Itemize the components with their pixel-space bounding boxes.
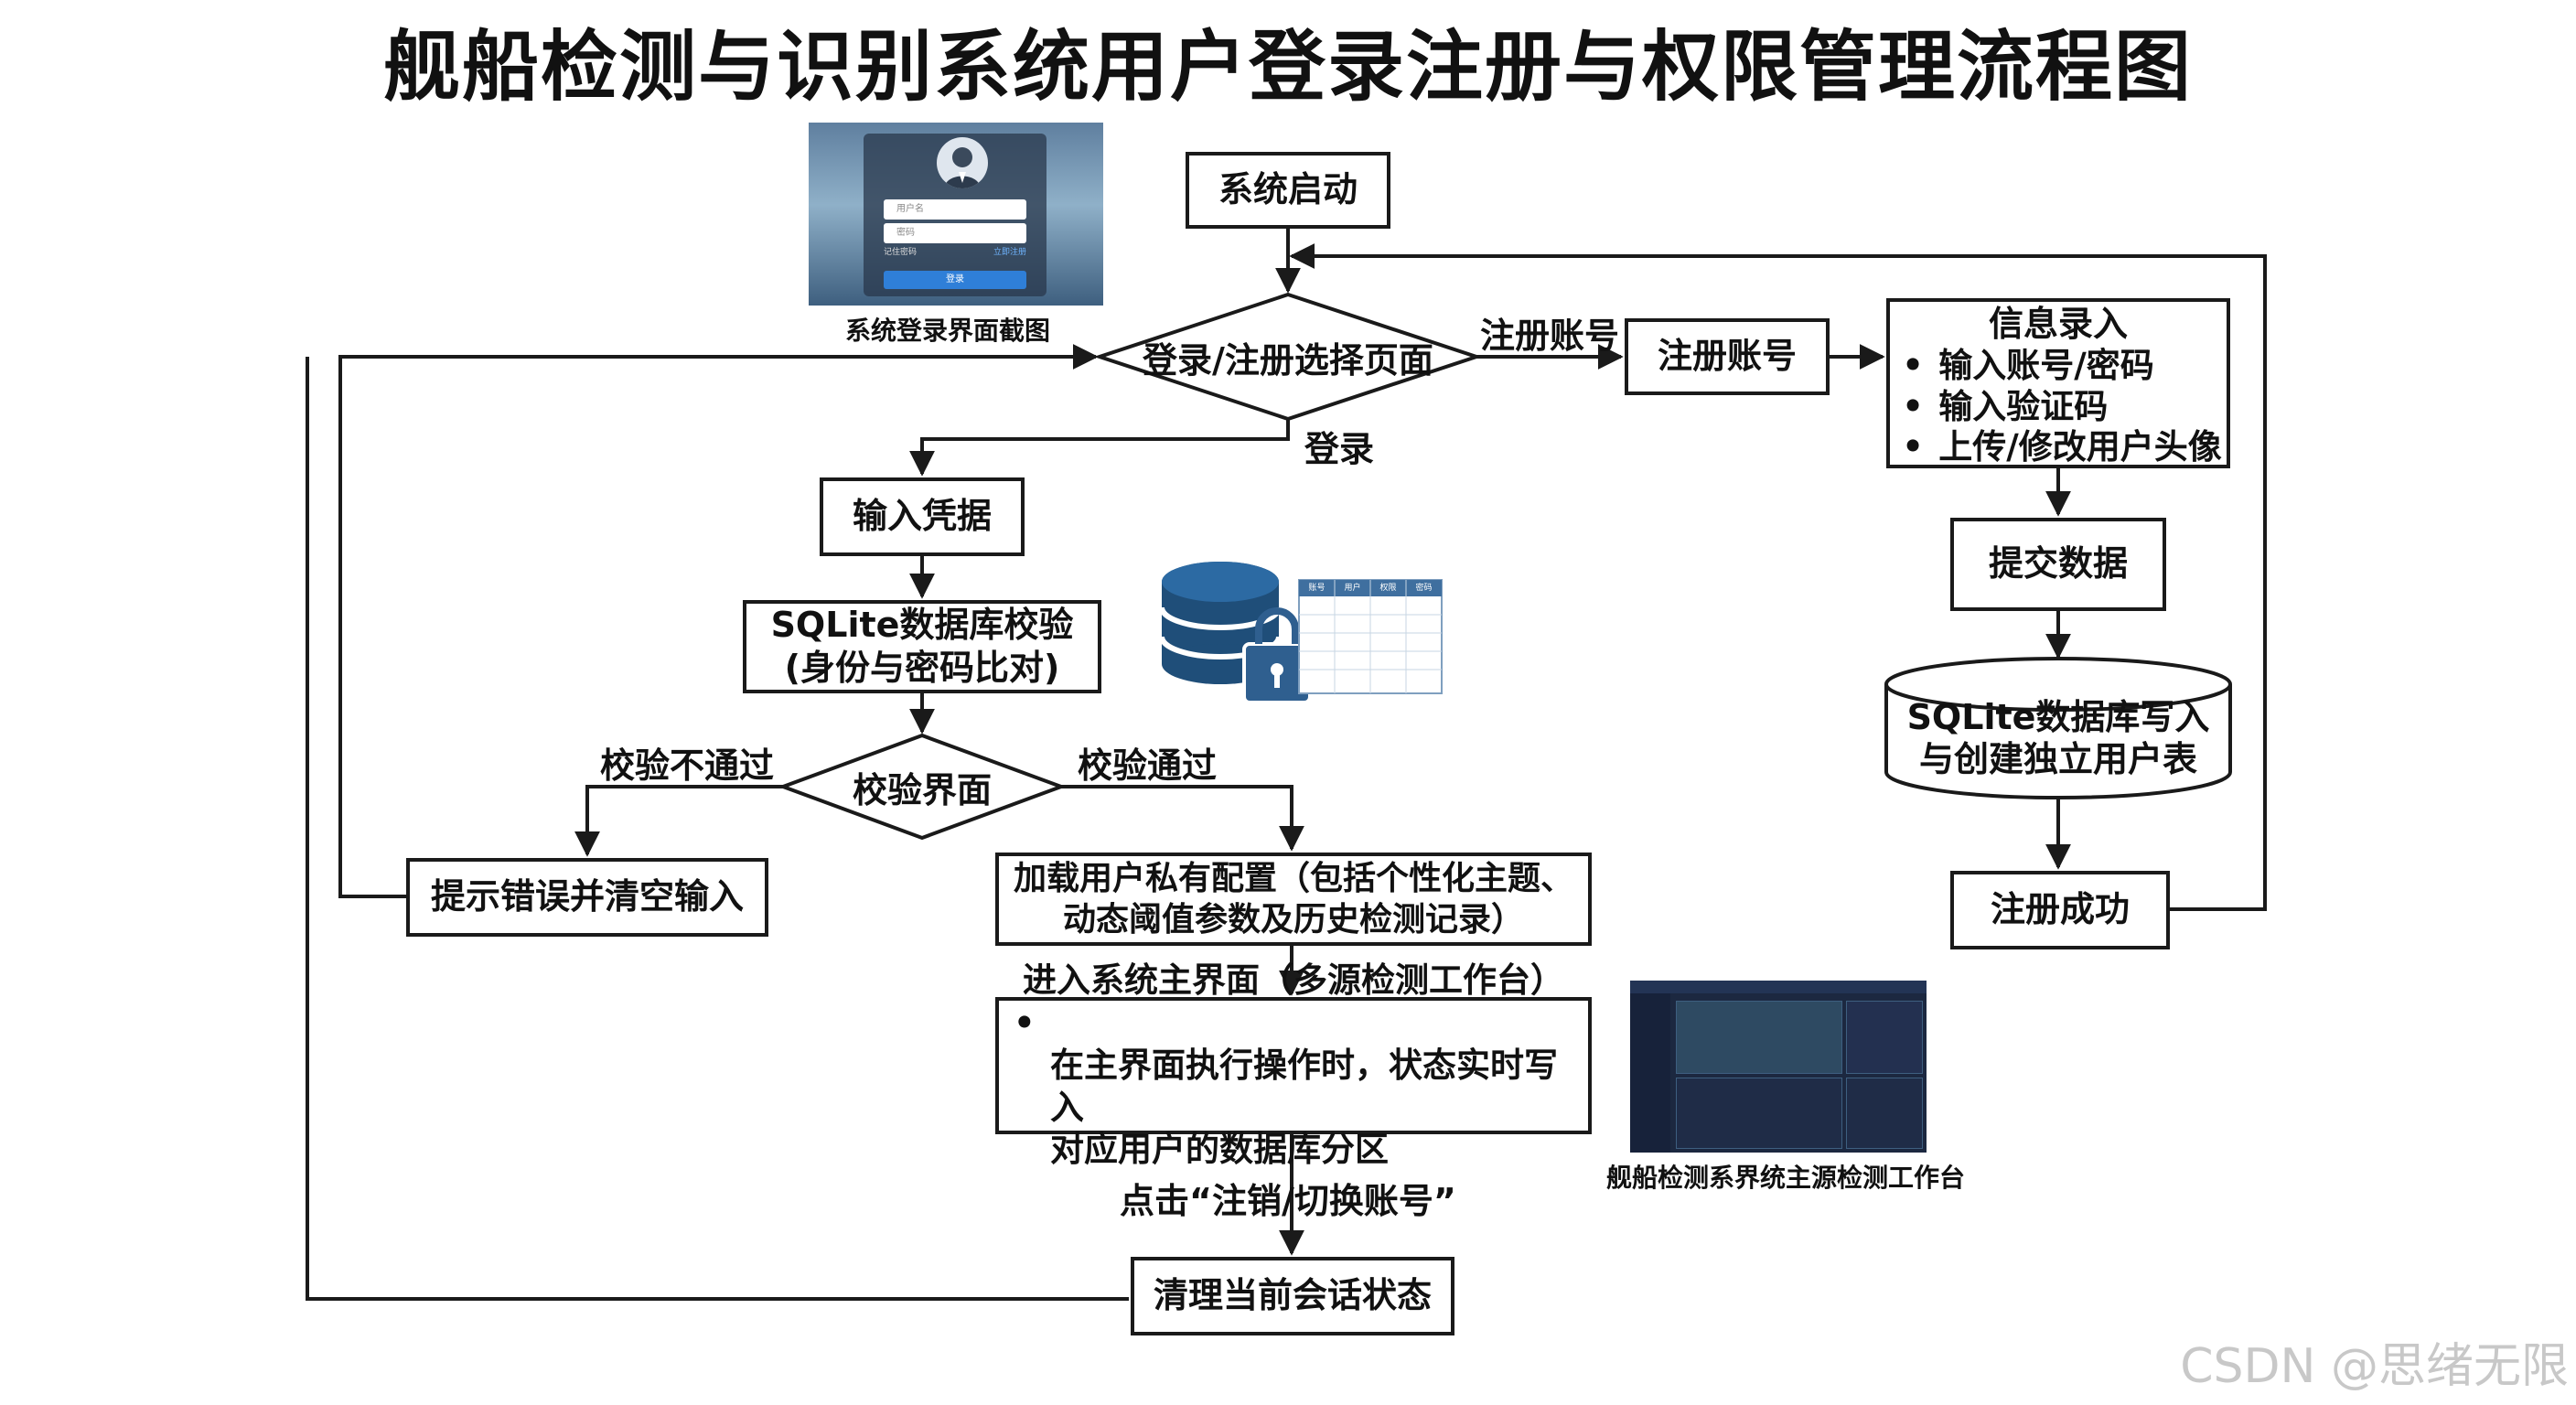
ws-sidebar [1630, 993, 1670, 1153]
node-submit-data: 提交数据 [1950, 518, 2166, 611]
edge-gate-pass [1061, 785, 1304, 852]
verify-gate-diamond [778, 733, 1067, 841]
main-ui-bullet-text: 在主界面执行操作时，状态实时写入 对应用户的数据库分区 [1050, 1045, 1558, 1170]
edge-success-loop [1289, 243, 2267, 911]
table-header: 权限 [1379, 584, 1397, 593]
edge-choice-login [909, 419, 1290, 477]
node-clear-session: 清理当前会话状态 [1131, 1257, 1454, 1335]
ws-settings-panel [1846, 1001, 1923, 1074]
info-item: 输入验证码 [1894, 387, 2222, 428]
main-ui-title: 进入系统主界面（多源检测工作台） [1023, 960, 1564, 1001]
sqlite-verify-label: SQLite数据库校验 (身份与密码比对) [770, 604, 1074, 689]
node-sqlite-verify: SQLite数据库校验 (身份与密码比对) [743, 600, 1101, 693]
user-table-icon [1298, 579, 1443, 694]
load-config-label: 加载用户私有配置（包括个性化主题、 动态阈值参数及历史检测记录） [1013, 860, 1573, 938]
db-cylinder [1884, 657, 2232, 799]
login-screenshot-caption: 系统登录界面截图 [845, 316, 1051, 346]
edge-clear-loop [306, 357, 1129, 1301]
info-item: 输入账号/密码 [1894, 346, 2222, 387]
ws-video-panel [1676, 1001, 1842, 1074]
node-input-credentials: 输入凭据 [820, 477, 1025, 556]
node-choice-page: 登录/注册选择页面 [1143, 339, 1433, 381]
edge-label-register: 注册账号 [1480, 316, 1620, 356]
node-register-account: 注册账号 [1625, 318, 1830, 395]
user-avatar-icon [937, 137, 988, 188]
table-headers: 账号 用户 权限 密码 [1299, 580, 1442, 596]
edge-label-pass: 校验通过 [1078, 745, 1218, 786]
node-main-ui: 进入系统主界面（多源检测工作台） •在主界面执行操作时，状态实时写入 对应用户的… [995, 960, 1592, 1169]
info-entry-list: 输入账号/密码 输入验证码 上传/修改用户头像 [1894, 346, 2222, 468]
password-field[interactable]: 密码 [884, 223, 1026, 243]
node-verify-gate: 校验界面 [852, 769, 992, 810]
table-header: 密码 [1415, 584, 1433, 593]
node-info-entry: 信息录入 输入账号/密码 输入验证码 上传/修改用户头像 [1886, 298, 2230, 468]
edge-label-login: 登录 [1304, 429, 1375, 469]
remember-checkbox[interactable]: 记住密码 [884, 248, 918, 257]
username-field[interactable]: 用户名 [884, 199, 1026, 220]
db-write-label: SQLite数据库写入 与创建独立用户表 [1906, 697, 2210, 779]
login-screenshot: 用户名 密码 记住密码 立即注册 登录 [809, 123, 1103, 306]
edge-label-logout: 点击“注销/切换账号” [1120, 1181, 1456, 1221]
register-link[interactable]: 立即注册 [993, 248, 1026, 257]
workstation-caption: 舰船检测系界统主源检测工作台 [1606, 1163, 1966, 1193]
csdn-watermark: CSDN @思绪无限 [2180, 1339, 2569, 1394]
edge-gate-fail [574, 785, 783, 857]
table-header: 用户 [1344, 584, 1361, 593]
ws-chart-panel [1676, 1078, 1842, 1149]
node-load-config: 加载用户私有配置（包括个性化主题、 动态阈值参数及历史检测记录） [995, 853, 1592, 946]
info-entry-title: 信息录入 [1988, 303, 2128, 344]
edge-label-fail: 校验不通过 [600, 745, 775, 786]
diagram-title: 舰船检测与识别系统用户登录注册与权限管理流程图 [382, 22, 2193, 112]
node-register-success: 注册成功 [1950, 871, 2170, 949]
node-db-write: SQLite数据库写入 与创建独立用户表 [1886, 697, 2230, 779]
ws-table-panel [1846, 1078, 1923, 1149]
login-panel: 用户名 密码 记住密码 立即注册 登录 [864, 134, 1046, 296]
main-ui-bullet: •在主界面执行操作时，状态实时写入 对应用户的数据库分区 [1014, 1003, 1558, 1170]
node-error: 提示错误并清空输入 [406, 858, 768, 937]
ws-topbar [1630, 981, 1927, 993]
node-system-start: 系统启动 [1186, 152, 1390, 229]
table-header: 账号 [1308, 584, 1326, 593]
edge-error-loop [338, 344, 1099, 898]
info-item: 上传/修改用户头像 [1894, 427, 2222, 468]
workstation-screenshot [1630, 981, 1927, 1153]
login-button[interactable]: 登录 [884, 271, 1026, 289]
database-lock-icon [1159, 562, 1312, 704]
